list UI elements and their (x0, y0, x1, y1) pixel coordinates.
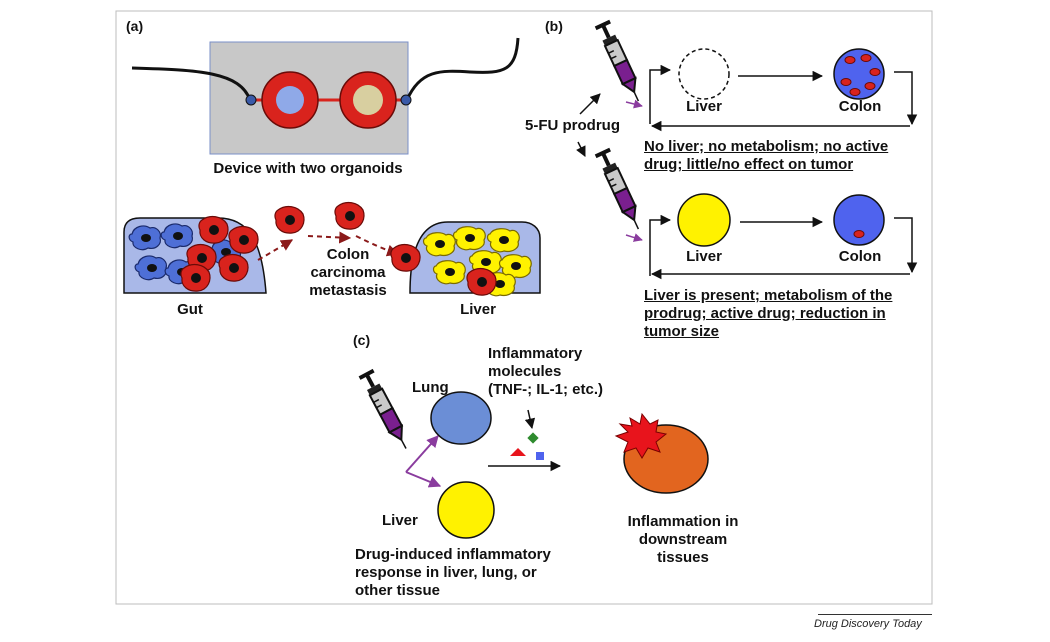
metastasis-label: Colon carcinoma metastasis (300, 246, 396, 300)
metastasis-line-1: Colon (326, 246, 370, 263)
liver-tissue (390, 221, 541, 297)
drug-split-arrows (405, 435, 442, 488)
prodrug-label: 5-FU prodrug (525, 117, 620, 134)
device-caption: Device with two organoids (213, 160, 403, 177)
metastasis-line-3: metastasis (309, 282, 387, 299)
journal-footer: Drug Discovery Today (814, 618, 922, 630)
molecules-label: Inflammatory molecules (TNF-; IL-1; etc.… (488, 345, 603, 399)
colon-reduced-tumor (833, 194, 885, 246)
metastasis-line-2: carcinoma (310, 264, 386, 281)
syringe-bottom (593, 147, 648, 235)
gut-label: Gut (177, 301, 203, 318)
liver-organ-label: Liver (382, 512, 418, 529)
bottom-circulation-loop (649, 193, 918, 280)
panel-label-b: (b) (545, 18, 563, 34)
panel-label-a: (a) (126, 18, 144, 34)
bottom-result-line-1: Liver is present; metabolism of the (644, 287, 893, 304)
injection-arrow-bottom (625, 233, 643, 242)
absent-liver-circle (678, 48, 730, 100)
bottom-result-line-2: prodrug; active drug; reduction in (644, 305, 886, 322)
liver-organ (437, 481, 495, 539)
molecules-line-3: (TNF-; IL-1; etc.) (488, 381, 603, 398)
inflammation-line-2: downstream (638, 531, 728, 548)
bottom-result-line-3: tumor size (644, 323, 720, 340)
molecules-line-1: Inflammatory (488, 345, 583, 362)
liver-tissue-label: Liver (460, 301, 496, 318)
metastasis-cells (257, 201, 400, 261)
inflammatory-molecules (488, 409, 562, 472)
response-label: Drug-induced inflammatory response in li… (355, 546, 551, 600)
inflammation-label: Inflammation in downstream tissues (610, 513, 756, 567)
prodrug-arrow-down (576, 141, 586, 157)
syringe-top (593, 19, 648, 107)
liver-circle (677, 193, 731, 247)
response-line-1: Drug-induced inflammatory (355, 546, 551, 563)
top-result-line-2: drug; little/no effect on tumor (644, 156, 854, 173)
device-with-organoids (131, 37, 520, 155)
prodrug-arrow-up (579, 93, 601, 115)
response-line-3: other tissue (355, 582, 441, 599)
molecules-line-2: molecules (488, 363, 562, 380)
bottom-liver-label: Liver (686, 248, 722, 265)
gut-tissue (123, 215, 267, 294)
top-result-text: No liver; no metabolism; no active drug;… (644, 138, 888, 174)
inflammation-line-3: tissues (657, 549, 709, 566)
top-result-line-1: No liver; no metabolism; no active (644, 138, 889, 155)
top-liver-label: Liver (686, 98, 722, 115)
bottom-colon-label: Colon (838, 248, 882, 265)
lung-organ (430, 391, 492, 445)
inflammation-line-1: Inflammation in (627, 513, 739, 530)
panel-label-c: (c) (353, 332, 371, 348)
top-colon-label: Colon (838, 98, 882, 115)
bottom-result-text: Liver is present; metabolism of the prod… (644, 287, 892, 341)
syringe-c (360, 371, 414, 453)
downstream-tissue (614, 412, 709, 494)
response-line-2: response in liver, lung, or (355, 564, 537, 581)
figure-border (115, 10, 933, 605)
footer-rule (818, 614, 932, 615)
top-circulation-loop (649, 48, 918, 132)
lung-label: Lung (412, 379, 449, 396)
injection-arrow-top (625, 99, 643, 109)
